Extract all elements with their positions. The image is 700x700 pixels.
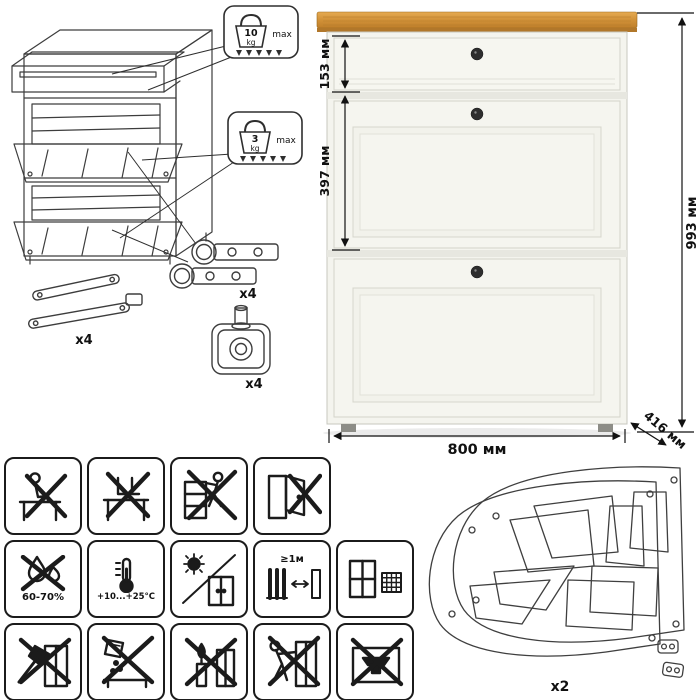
mechanism-frames: x2 — [428, 466, 685, 695]
drawer-knob — [470, 47, 484, 61]
down-arrows-icon — [236, 50, 282, 56]
pictogram-row — [4, 623, 414, 700]
pictogram-no-climbing — [170, 457, 248, 535]
pictogram-ventilation — [336, 540, 414, 618]
side-frame-back — [452, 466, 685, 643]
water-drops-icon — [20, 555, 66, 592]
dim-drawer-height: 153 мм — [317, 39, 332, 90]
heat-distance-label: ≥1м — [280, 554, 304, 565]
wireframe-cabinet — [11, 29, 213, 265]
bottom-flap-knob — [470, 265, 484, 279]
axe-icon — [17, 637, 72, 688]
foot-hardware-icon: x4 — [211, 304, 271, 392]
candle-flame-icon — [184, 637, 238, 688]
down-arrows-icon — [240, 156, 286, 162]
pictogram-humidity: 60-70% — [4, 540, 82, 618]
anvil-icon — [350, 637, 404, 687]
drawer-load-max: max — [272, 30, 292, 40]
thermometer-icon — [115, 557, 134, 593]
drawer-load-value: 10 — [244, 28, 258, 39]
stay-arm-hardware-icon: x4 — [28, 273, 143, 348]
pictogram-no-sunlight — [170, 540, 248, 618]
load-badge-drawer: 10 kg max — [223, 5, 299, 59]
middle-flap-knob — [470, 107, 484, 121]
sun-icon — [182, 553, 236, 607]
pictogram-anti-tip — [253, 457, 331, 535]
side-frame-front — [428, 480, 661, 657]
load-badge-flap: 3 kg max — [227, 111, 303, 165]
pictogram-row: 60-70% +10...+25°C — [4, 540, 414, 618]
pictogram-no-heavy-objects — [336, 623, 414, 700]
pictogram-no-sitting — [4, 457, 82, 535]
pictogram-no-liquids — [87, 623, 165, 700]
anti-tip-icon — [267, 473, 322, 520]
radiator-distance-icon — [266, 568, 321, 600]
pictogram-row — [4, 457, 414, 535]
flap-load-max: max — [276, 136, 296, 146]
pictogram-no-open-flame — [170, 623, 248, 700]
leader-lines — [111, 45, 235, 263]
pictogram-no-sharp-objects — [4, 623, 82, 700]
stay-arm-count: x4 — [75, 333, 92, 348]
spill-icon — [101, 635, 155, 689]
no-climbing-icon — [183, 469, 238, 521]
care-pictograms: 60-70% +10...+25°C — [4, 457, 414, 700]
humidity-range-label: 60-70% — [21, 592, 64, 603]
person-moving-icon — [267, 635, 321, 688]
pictogram-heat-distance: ≥1м — [253, 540, 331, 618]
dim-total-height: 993 мм — [685, 197, 700, 250]
cabinet-render — [316, 11, 638, 438]
hinge-count: x4 — [239, 287, 256, 302]
side-frame-count: x2 — [551, 679, 570, 695]
product-image: 153 мм 397 мм 993 мм 800 мм 416 мм — [316, 11, 700, 458]
drawer-load-unit: kg — [246, 38, 255, 47]
bracket-part-icon — [657, 639, 679, 654]
dimension-lines — [328, 12, 694, 446]
dim-width: 800 мм — [447, 442, 506, 458]
temperature-range-label: +10...+25°C — [96, 591, 156, 602]
pictogram-no-standing — [87, 457, 165, 535]
foot-count: x4 — [245, 377, 262, 392]
assembly-wireframe: 10 kg max 3 kg max — [11, 5, 303, 392]
flap-load-unit: kg — [250, 144, 259, 153]
hinge-hardware-icon: x4 — [169, 239, 279, 302]
dim-flap-height: 397 мм — [317, 146, 332, 197]
pictogram-no-dragging — [253, 623, 331, 700]
window-icon — [348, 559, 402, 599]
bracket-part-icon — [661, 661, 685, 678]
no-standing-icon — [102, 471, 151, 522]
no-sitting-icon — [18, 472, 68, 522]
flap-load-value: 3 — [252, 134, 259, 145]
pictogram-temperature: +10...+25°C — [87, 540, 165, 618]
